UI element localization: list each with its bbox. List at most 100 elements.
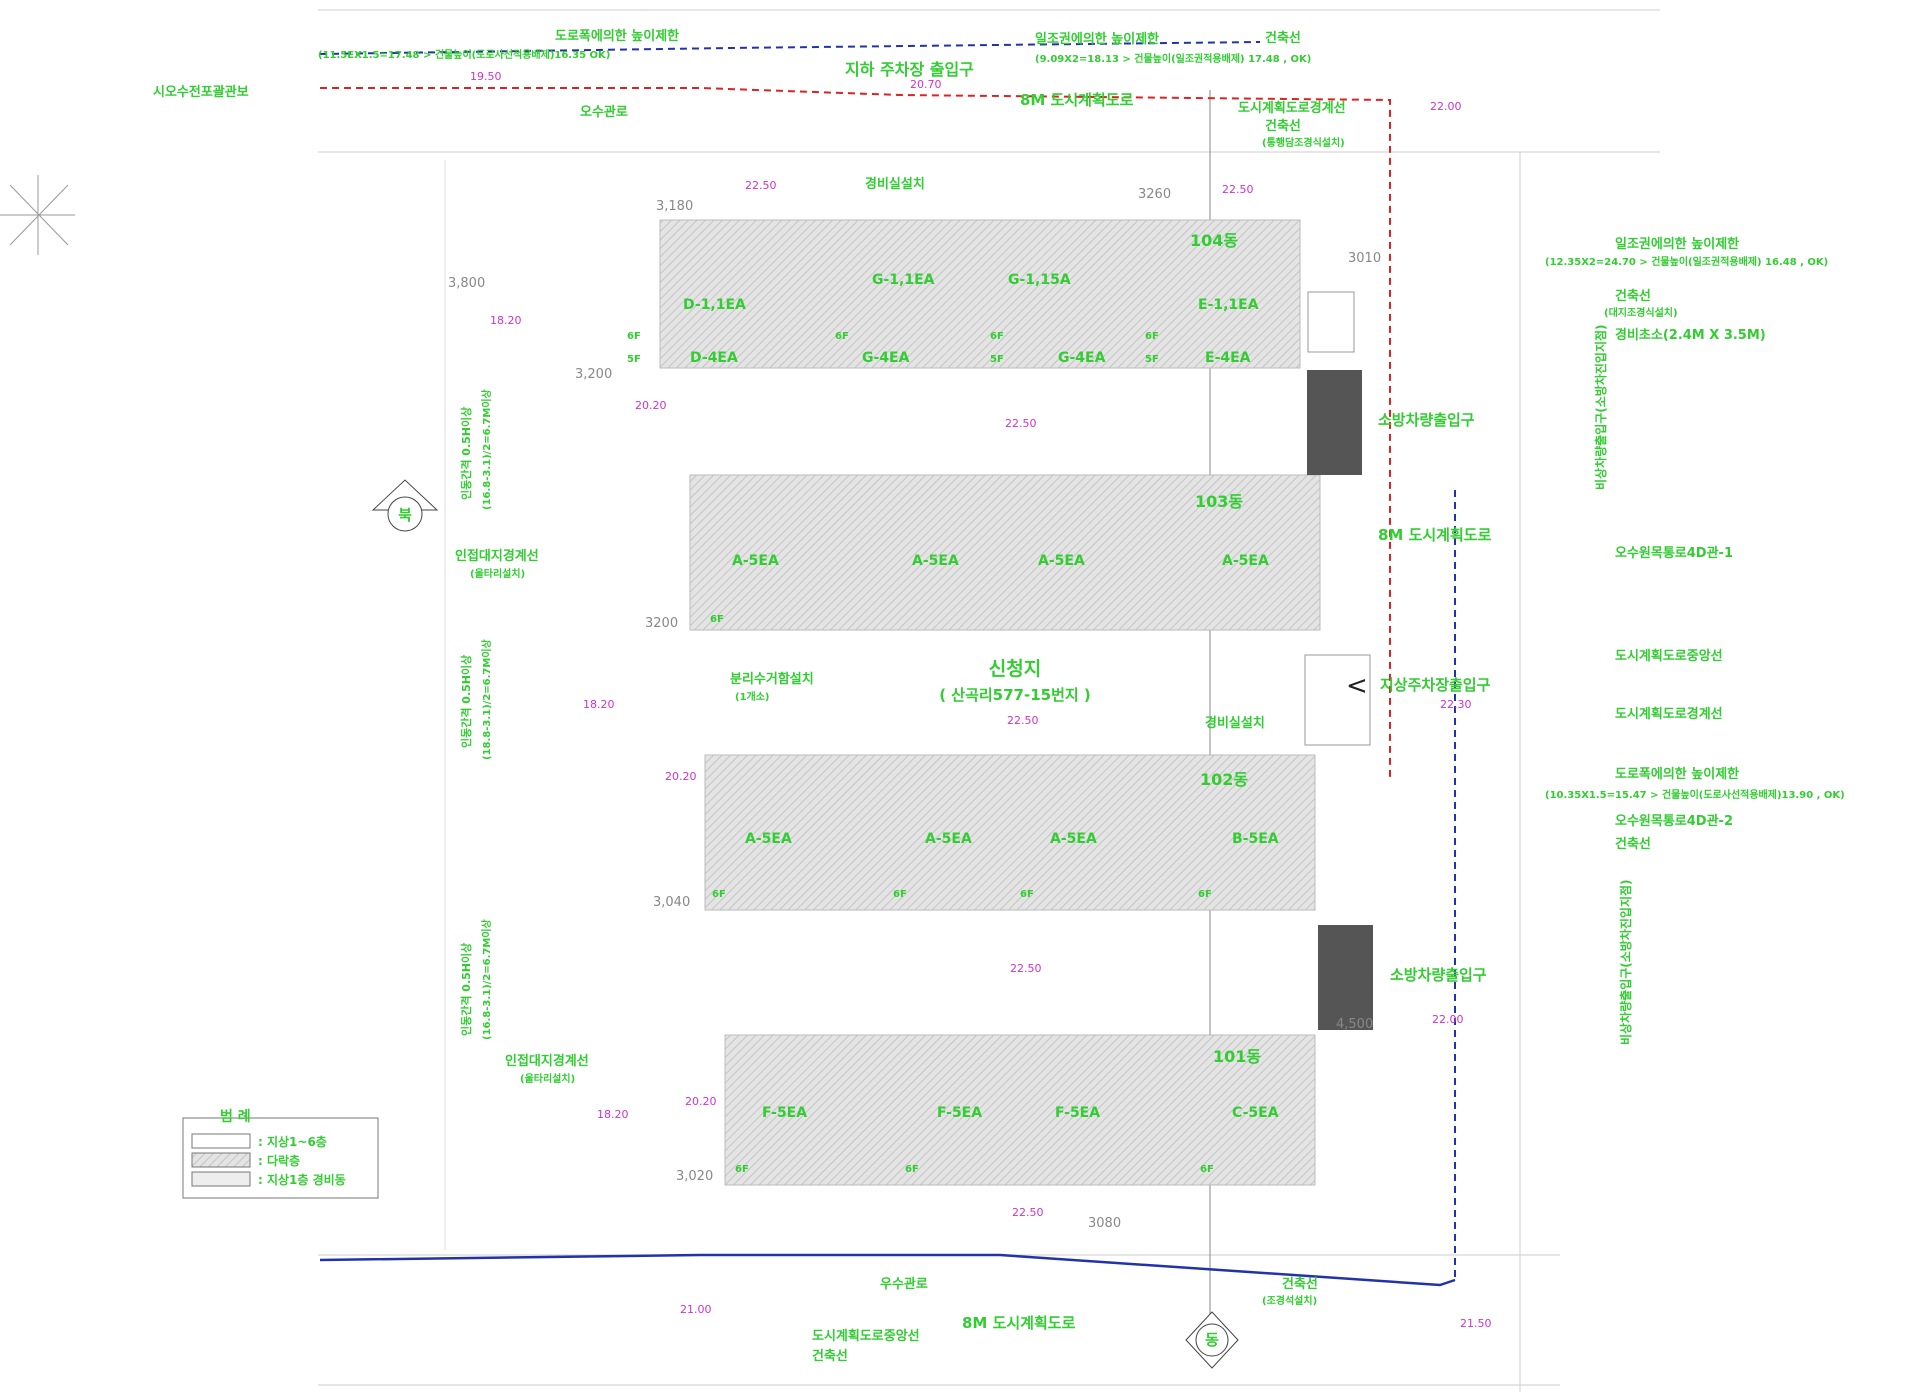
building-line-right-2: 건축선 bbox=[1615, 836, 1651, 852]
unit-label: G-1,15A bbox=[1008, 272, 1071, 288]
building-line-right-note: (대지조경식설치) bbox=[1604, 306, 1678, 319]
elevation: 21.50 bbox=[1460, 1317, 1492, 1330]
unit-label: E-4EA bbox=[1205, 350, 1251, 366]
sewer-label: 오수관로 bbox=[580, 104, 628, 120]
legend-item: : 지상1~6층 bbox=[258, 1134, 327, 1149]
building-line-fence: 건축선 bbox=[1265, 118, 1301, 134]
legend-item: : 지상1층 경비동 bbox=[258, 1172, 346, 1187]
elevation: 22.00 bbox=[1430, 100, 1462, 113]
road-8m-top: 8M 도시계획도로 bbox=[1020, 91, 1134, 109]
elevation: 22.50 bbox=[1010, 962, 1042, 975]
south-marker bbox=[1185, 1311, 1239, 1369]
recycling-note: (1개소) bbox=[735, 690, 770, 703]
fire-vertical-1: 비상차량출입구(소방차진입지점) bbox=[1593, 324, 1608, 490]
unit-label: G-4EA bbox=[1058, 350, 1106, 366]
legend-item: : 다락층 bbox=[258, 1153, 300, 1168]
north-mark-label: 북 bbox=[398, 506, 412, 524]
dimension: 3200 bbox=[645, 616, 678, 631]
unit-label: F-5EA bbox=[762, 1105, 807, 1121]
floor-mark: 6F bbox=[893, 889, 907, 900]
road-8m-right: 8M 도시계획도로 bbox=[1378, 526, 1492, 544]
dimension: 3080 bbox=[1088, 1216, 1121, 1231]
elevation: 22.50 bbox=[1005, 417, 1037, 430]
dimension: 4,500 bbox=[1336, 1017, 1373, 1032]
fire-entry-pad-1 bbox=[1307, 370, 1362, 475]
floor-mark: 6F bbox=[1020, 889, 1034, 900]
unit-label: A-5EA bbox=[1222, 553, 1269, 569]
building-102 bbox=[704, 754, 1316, 911]
boundary-lines bbox=[319, 41, 1456, 1287]
floor-mark: 5F bbox=[1145, 354, 1159, 365]
unit-label: G-4EA bbox=[862, 350, 910, 366]
spacing-calc-2: (18.8-3.1)/2=6.7M이상 bbox=[480, 638, 493, 760]
road-boundary-top: 도시계획도로경계선 bbox=[1238, 100, 1346, 116]
site-address: ( 산곡리577-15번지 ) bbox=[939, 686, 1091, 704]
adjacent-line-left-2-note: (울타리설치) bbox=[520, 1072, 575, 1085]
fire-entry-label-1: 소방차량출입구 bbox=[1378, 411, 1475, 429]
compass-icon bbox=[0, 175, 75, 255]
rain-pipe-label: 우수관로 bbox=[880, 1276, 928, 1292]
guard-house bbox=[1307, 291, 1355, 353]
spacing-calc-1: (16.8-3.1)/2=6.7M이상 bbox=[480, 388, 493, 510]
fire-entry-pad-2 bbox=[1318, 925, 1373, 1030]
sewer-line-1: 오수원목통로4D관-1 bbox=[1615, 545, 1733, 561]
elevation: 20.20 bbox=[665, 770, 697, 783]
building-line-bottom-right-note: (조경석설치) bbox=[1262, 1294, 1317, 1307]
unit-label: G-1,1EA bbox=[872, 272, 935, 288]
dimension: 3,180 bbox=[656, 199, 693, 214]
floor-mark: 6F bbox=[710, 614, 724, 625]
elevation: 19.50 bbox=[470, 70, 502, 83]
elevation: 18.20 bbox=[597, 1108, 629, 1121]
building-line-right: 건축선 bbox=[1615, 288, 1651, 304]
dimension: 3260 bbox=[1138, 187, 1171, 202]
manhole-label: 시오수전포괄관보 bbox=[153, 84, 249, 100]
elevation: 21.00 bbox=[680, 1303, 712, 1316]
building-line-bottom-right: 건축선 bbox=[1282, 1276, 1318, 1292]
spacing-label-2: 인동간격 0.5H이상 bbox=[459, 655, 473, 748]
spacing-label-3: 인동간격 0.5H이상 bbox=[459, 943, 473, 1036]
building-101 bbox=[724, 1034, 1316, 1186]
elevation: 20.20 bbox=[635, 399, 667, 412]
building-label-102: 102동 bbox=[1200, 770, 1248, 789]
building-label-101: 101동 bbox=[1213, 1047, 1261, 1066]
floor-mark: 6F bbox=[712, 889, 726, 900]
building-line-bottom: 건축선 bbox=[812, 1348, 848, 1364]
legend bbox=[182, 1117, 379, 1199]
floor-mark: 6F bbox=[835, 331, 849, 342]
guard-label: 경비실설치 bbox=[865, 176, 925, 192]
spacing-label-1: 인동간격 0.5H이상 bbox=[459, 407, 473, 500]
road-height-limit-label: 도로폭에의한 높이제한 bbox=[555, 28, 679, 44]
floor-mark: 6F bbox=[990, 331, 1004, 342]
elevation: 22.50 bbox=[1007, 714, 1039, 727]
dimension: 3,200 bbox=[575, 367, 612, 382]
dimension: 3,040 bbox=[653, 895, 690, 910]
elevation: 22.00 bbox=[1432, 1013, 1464, 1026]
adjacent-line-left: 인접대지경계선 bbox=[455, 548, 539, 564]
fire-entry-label-2: 소방차량출입구 bbox=[1390, 966, 1487, 984]
elevation: 22.50 bbox=[1012, 1206, 1044, 1219]
road-height-right-calc: (10.35X1.5=15.47 > 건물높이(도로사선적용배제)13.90 ,… bbox=[1545, 788, 1845, 801]
fire-vertical-2: 비상차량출입구(소방차진입지점) bbox=[1618, 879, 1633, 1045]
floor-mark: 6F bbox=[1198, 889, 1212, 900]
building-label-103: 103동 bbox=[1195, 492, 1243, 511]
south-mark-label: 동 bbox=[1205, 1331, 1219, 1349]
elevation: 18.20 bbox=[583, 698, 615, 711]
building-103 bbox=[689, 474, 1321, 631]
elevation: 20.20 bbox=[685, 1095, 717, 1108]
ground-parking-label: 지상주차장출입구 bbox=[1380, 676, 1491, 694]
building-label-104: 104동 bbox=[1190, 231, 1238, 250]
dimension: 3,800 bbox=[448, 276, 485, 291]
elevation: 22.50 bbox=[1222, 183, 1254, 196]
spacing-calc-3: (16.8-3.1)/2=6.7M이상 bbox=[480, 918, 493, 1040]
building-line-fence-note: (통행담조경식설치) bbox=[1262, 136, 1345, 149]
floor-mark: 6F bbox=[735, 1164, 749, 1175]
adjacent-line-left-2: 인접대지경계선 bbox=[505, 1053, 589, 1069]
elevation: 20.70 bbox=[910, 78, 942, 91]
sun-height-right: 일조권에의한 높이제한 bbox=[1615, 236, 1739, 252]
recycling-label: 분리수거함설치 bbox=[730, 671, 814, 687]
site-title: 신청지 bbox=[989, 658, 1041, 680]
sun-height-right-calc: (12.35X2=24.70 > 건물높이(일조권적용배제) 16.48 , O… bbox=[1545, 255, 1828, 268]
sewer-line-2: 오수원목통로4D관-2 bbox=[1615, 813, 1733, 829]
unit-label: F-5EA bbox=[937, 1105, 982, 1121]
